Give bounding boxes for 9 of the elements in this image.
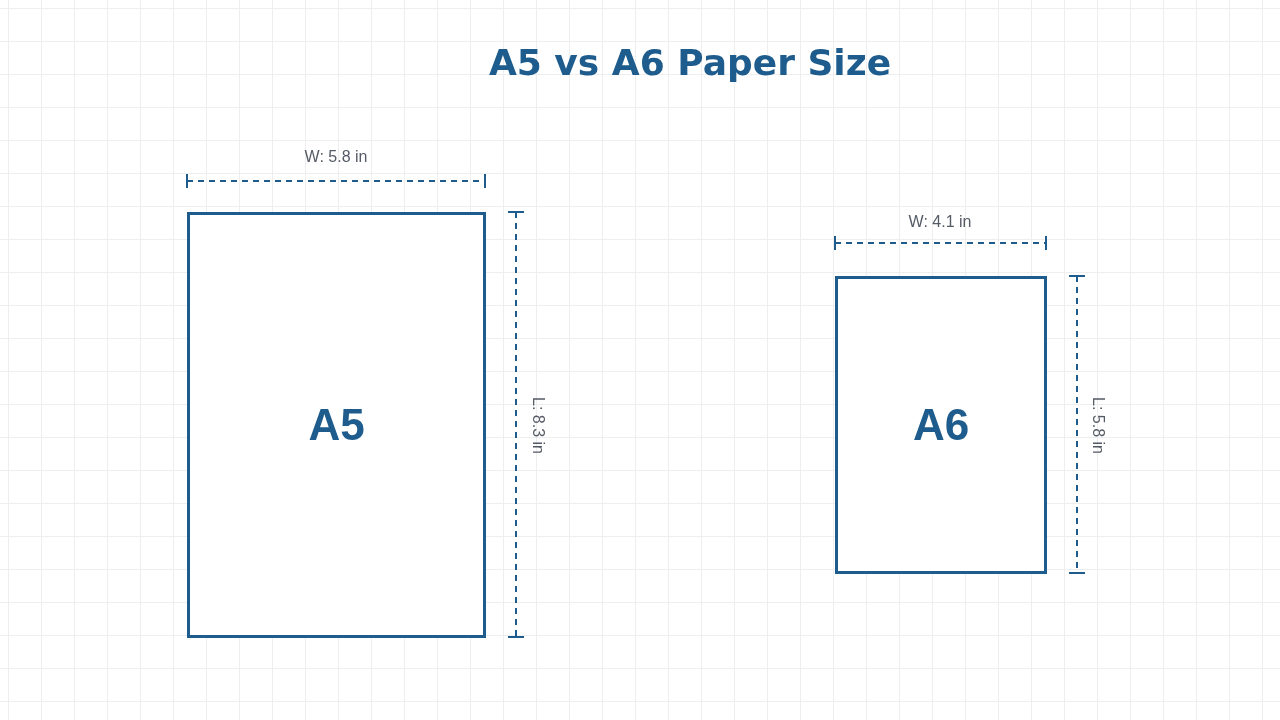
paper-rectangle bbox=[835, 276, 1047, 574]
dimension-label: W: 4.1 in bbox=[908, 213, 972, 231]
paper-size-label: A5 bbox=[308, 400, 365, 450]
paper-size-label: A6 bbox=[912, 400, 970, 450]
paper-rectangle bbox=[187, 212, 486, 638]
dimension-label: W: 5.8 in bbox=[304, 148, 368, 166]
dimension-label: L: 5.8 in bbox=[1089, 396, 1107, 454]
dimension-label: L: 8.3 in bbox=[529, 396, 547, 454]
title: A5 vs A6 Paper Size bbox=[487, 42, 893, 83]
